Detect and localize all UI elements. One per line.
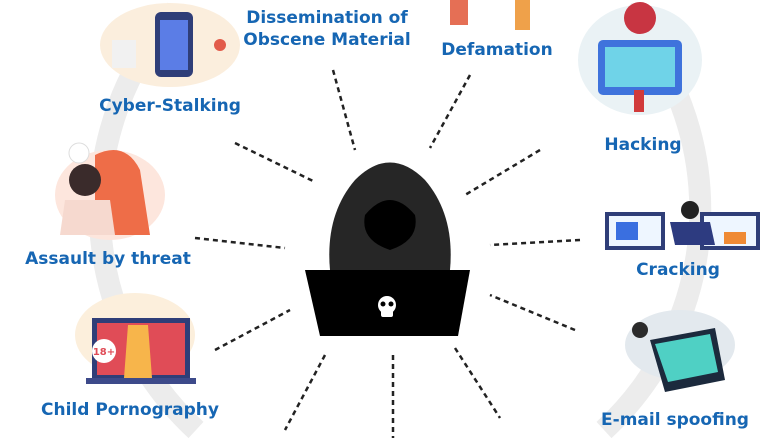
assault-illustration bbox=[55, 142, 165, 240]
dashed-connectors bbox=[194, 69, 581, 438]
label-cyber-stalking: Cyber-Stalking bbox=[99, 96, 241, 116]
age-badge: 18+ bbox=[93, 347, 115, 358]
connector-bottom-left bbox=[283, 354, 327, 431]
cyber-stalking-illustration bbox=[100, 3, 240, 87]
skull-icon bbox=[378, 296, 396, 317]
connector-cyber-stalking bbox=[234, 141, 316, 184]
connector-cracking bbox=[489, 238, 581, 247]
connector-defamation bbox=[428, 74, 472, 149]
label-dissemination-obscene-material: Dissemination of Obscene Material bbox=[243, 7, 410, 51]
label-child-pornography: Child Pornography bbox=[40, 400, 220, 420]
hacking-illustration bbox=[578, 2, 702, 115]
connector-obscene bbox=[331, 69, 357, 151]
label-hacking: Hacking bbox=[604, 135, 682, 155]
cracking-illustration bbox=[605, 201, 760, 250]
defamation-illustration bbox=[450, 0, 530, 30]
label-line-1: Dissemination of bbox=[246, 8, 408, 28]
connector-hacking bbox=[464, 148, 541, 197]
label-email-spoofing: E-mail spoofing bbox=[601, 410, 749, 430]
label-assault-by-threat: Assault by threat bbox=[25, 249, 191, 269]
connector-child-pornography bbox=[214, 308, 291, 352]
hooded-hacker-icon bbox=[305, 162, 470, 336]
connector-assault bbox=[194, 236, 286, 250]
connector-email-spoofing bbox=[489, 293, 576, 332]
connector-bottom-right bbox=[453, 347, 502, 419]
child-pornography-illustration: 18+ bbox=[75, 293, 196, 384]
label-line-2: Obscene Material bbox=[243, 30, 411, 50]
label-defamation: Defamation bbox=[441, 40, 553, 60]
email-spoofing-illustration bbox=[625, 310, 735, 392]
label-cracking: Cracking bbox=[636, 260, 720, 280]
